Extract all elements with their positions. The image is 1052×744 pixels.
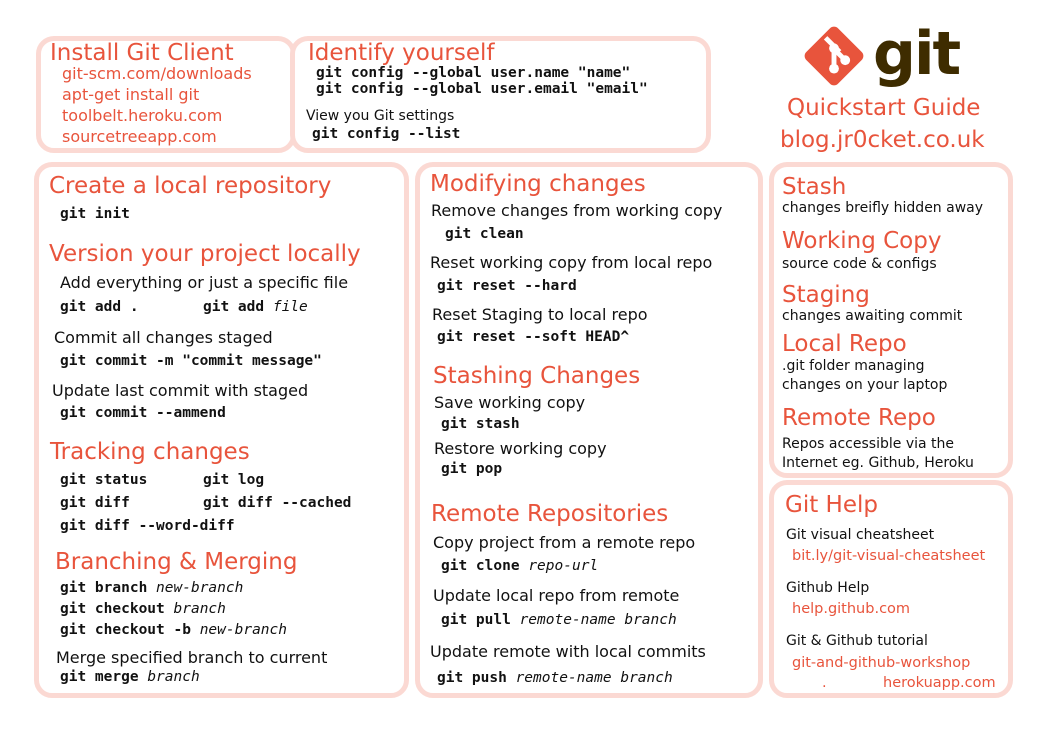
git-logo-text: git [873, 19, 961, 89]
glossary-desc-local-repo-1: .git folder managing [782, 358, 925, 374]
git-add-file-command: git add file [203, 299, 308, 315]
install-link-sourcetree[interactable]: sourcetreeapp.com [62, 127, 217, 146]
commit-label: Commit all changes staged [54, 328, 273, 347]
glossary-desc-staging: changes awaiting commit [782, 308, 963, 324]
glossary-term-remote-repo: Remote Repo [782, 405, 936, 431]
identify-panel [290, 36, 711, 153]
glossary-desc-working-copy: source code & configs [782, 256, 937, 272]
save-stash-label: Save working copy [434, 393, 586, 412]
help-link-tutorial[interactable]: git-and-github-workshop [792, 655, 971, 671]
help-panel [769, 480, 1013, 698]
blog-site[interactable]: blog.jr0cket.co.uk [780, 127, 985, 153]
version-title: Version your project locally [49, 241, 361, 267]
remote-title: Remote Repositories [431, 501, 669, 527]
git-push-command: git push remote-name branch [437, 670, 673, 686]
glossary-term-staging: Staging [782, 282, 870, 308]
pull-label: Update local repo from remote [433, 586, 680, 605]
git-reset-hard-command: git reset --hard [437, 278, 577, 294]
remove-label: Remove changes from working copy [431, 201, 723, 220]
help-label-cheatsheet: Git visual cheatsheet [786, 527, 935, 543]
git-amend-command: git commit --ammend [60, 405, 226, 421]
glossary-desc-local-repo-2: changes on your laptop [782, 377, 948, 393]
glossary-desc-remote-repo-1: Repos accessible via the [782, 436, 954, 452]
git-log-command: git log [203, 472, 265, 488]
git-init-command: git init [60, 206, 130, 222]
install-panel [36, 36, 296, 153]
git-checkout-b-command: git checkout -b new-branch [60, 622, 287, 638]
git-logo-icon [804, 26, 864, 86]
config-email-command: git config --global user.email "email" [316, 81, 648, 97]
help-label-tutorial: Git & Github tutorial [786, 633, 928, 649]
branching-title: Branching & Merging [55, 549, 298, 575]
left-column-panel [34, 162, 409, 698]
tracking-title: Tracking changes [50, 439, 250, 465]
stashing-title: Stashing Changes [433, 363, 641, 389]
restore-stash-label: Restore working copy [434, 439, 607, 458]
help-label-github: Github Help [786, 580, 870, 596]
help-link-tutorial-domain[interactable]: herokuapp.com [883, 675, 996, 691]
modifying-title: Modifying changes [430, 171, 646, 197]
git-clone-command: git clone repo-url [441, 558, 599, 574]
glossary-term-stash: Stash [782, 174, 847, 200]
create-title: Create a local repository [49, 173, 332, 199]
glossary-panel [769, 162, 1013, 478]
glossary-term-working-copy: Working Copy [782, 228, 942, 254]
git-add-all-command: git add . [60, 299, 139, 315]
install-link-git-scm[interactable]: git-scm.com/downloads [62, 64, 252, 83]
quickstart-title: Quickstart Guide [787, 95, 981, 121]
help-link-cheatsheet[interactable]: bit.ly/git-visual-cheatsheet [792, 548, 986, 564]
view-settings-label: View you Git settings [306, 108, 455, 124]
add-label: Add everything or just a specific file [60, 273, 349, 292]
git-clean-command: git clean [445, 226, 524, 242]
config-list-command: git config --list [312, 126, 461, 142]
install-title: Install Git Client [50, 40, 234, 66]
identify-title: Identify yourself [308, 40, 495, 66]
soft-reset-label: Reset Staging to local repo [432, 305, 648, 324]
reset-label: Reset working copy from local repo [430, 253, 713, 272]
help-link-github[interactable]: help.github.com [792, 601, 911, 617]
git-checkout-command: git checkout branch [60, 601, 226, 617]
git-pull-command: git pull remote-name branch [441, 612, 677, 628]
clone-label: Copy project from a remote repo [433, 533, 696, 552]
git-word-diff-command: git diff --word-diff [60, 518, 235, 534]
git-pop-command: git pop [441, 461, 503, 477]
git-merge-command: git merge branch [60, 669, 200, 685]
glossary-desc-stash: changes breifly hidden away [782, 200, 984, 216]
git-commit-command: git commit -m "commit message" [60, 353, 322, 369]
git-diff-command: git diff [60, 495, 130, 511]
git-status-command: git status [60, 472, 148, 488]
amend-label: Update last commit with staged [52, 381, 309, 400]
glossary-desc-remote-repo-2: Internet eg. Github, Heroku [782, 455, 974, 471]
git-stash-command: git stash [441, 416, 520, 432]
git-diff-cached-command: git diff --cached [203, 495, 352, 511]
git-branch-command: git branch new-branch [60, 580, 244, 596]
glossary-term-local-repo: Local Repo [782, 331, 907, 357]
merge-label: Merge specified branch to current [56, 648, 328, 667]
install-link-apt-get[interactable]: apt-get install git [62, 85, 200, 104]
help-title: Git Help [785, 492, 878, 518]
help-link-tutorial-dot[interactable]: . [822, 675, 827, 691]
config-name-command: git config --global user.name "name" [316, 65, 631, 81]
git-reset-soft-command: git reset --soft HEAD^ [437, 329, 630, 345]
push-label: Update remote with local commits [430, 642, 706, 661]
middle-column-panel [415, 162, 763, 698]
install-link-toolbelt[interactable]: toolbelt.heroku.com [62, 106, 223, 125]
